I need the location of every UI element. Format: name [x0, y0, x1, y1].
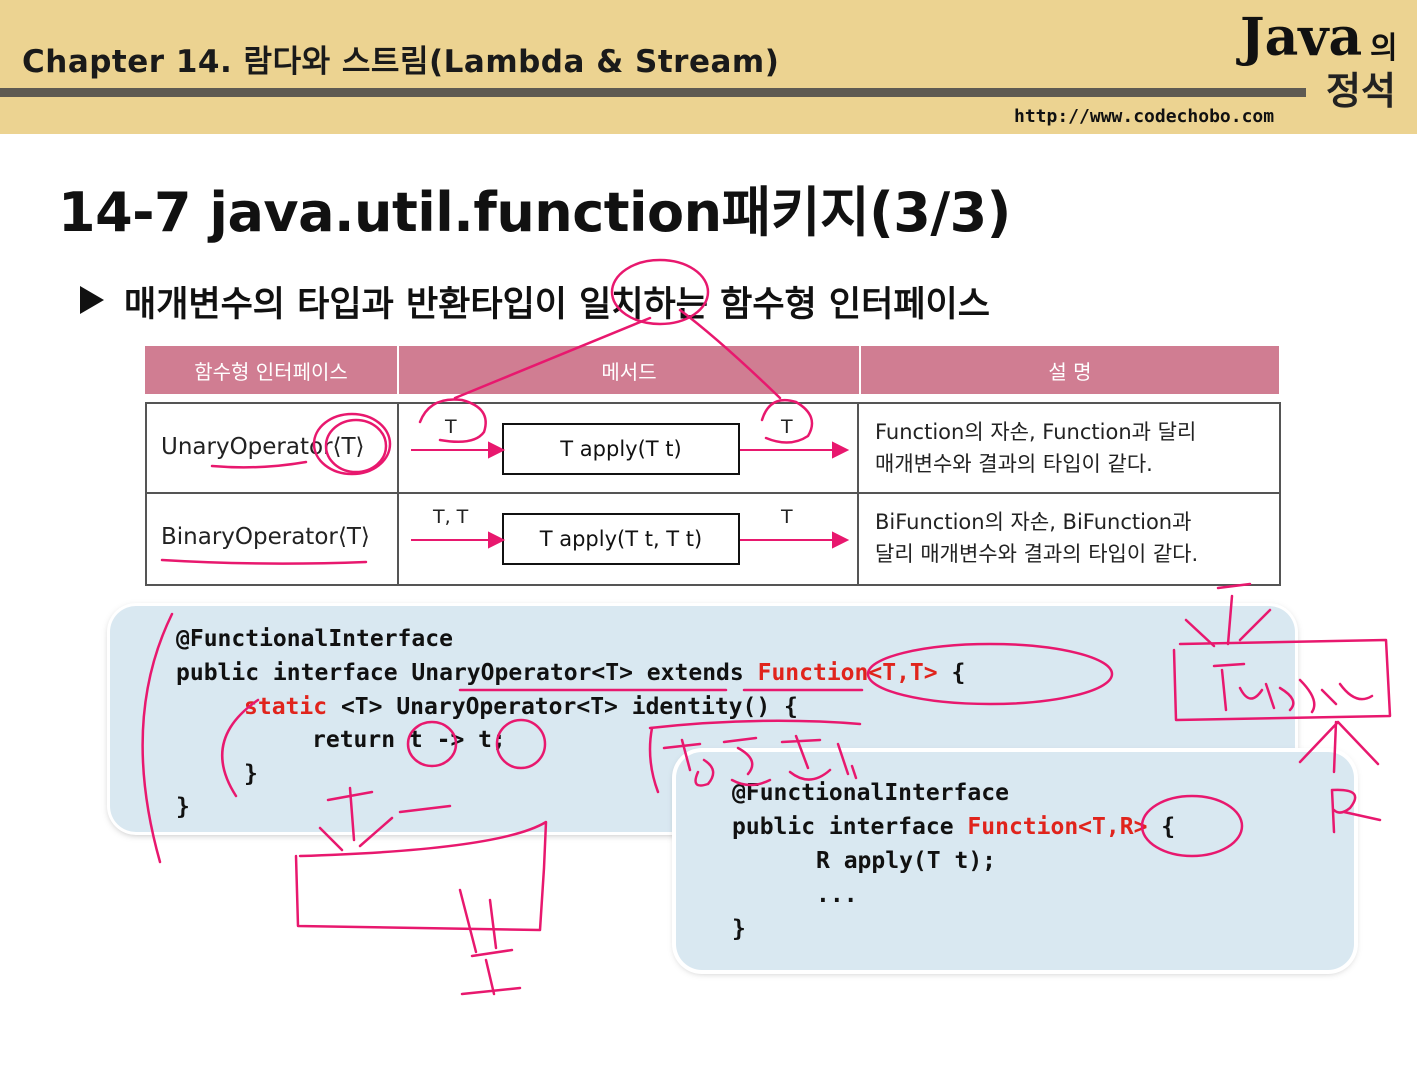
- table-frame: [145, 402, 1281, 586]
- site-url: http://www.codechobo.com: [1014, 106, 1275, 127]
- code-unary-decl-a: public interface UnaryOperator<T> extend…: [176, 660, 758, 686]
- unary-desc-line2: 매개변수와 결과의 타입이 같다.: [875, 452, 1153, 476]
- unary-method-box: T apply(T t): [502, 423, 740, 475]
- code-ellipsis: ...: [816, 882, 858, 908]
- code-unary-declaration: public interface UnaryOperator<T> extend…: [176, 662, 965, 685]
- code-apply-line: R apply(T t);: [816, 848, 997, 874]
- code-identity-declaration: static <T> UnaryOperator<T> identity() {: [244, 696, 798, 719]
- code-annotation: @FunctionalInterface: [732, 780, 1009, 806]
- unary-desc-line1: Function의 자손, Function과 달리: [875, 420, 1197, 444]
- code-unary-decl-c: {: [937, 660, 966, 686]
- row-divider: [145, 492, 1279, 494]
- code-close-brace: }: [732, 916, 746, 942]
- logo-ui: 의: [1370, 31, 1398, 66]
- code-static-keyword: static: [244, 694, 328, 720]
- code-annotation: @FunctionalInterface: [176, 626, 453, 652]
- binary-method-box: T apply(T t, T t): [502, 513, 740, 565]
- code-function-decl-a: public interface: [732, 814, 968, 840]
- binary-desc-line1: BiFunction의 자손, BiFunction과: [875, 510, 1192, 534]
- code-unary-decl-function: Function<T,T>: [757, 660, 938, 686]
- slide-title: 14-7 java.util.function패키지(3/3): [58, 181, 1011, 244]
- bullet-arrow-icon: [80, 286, 104, 314]
- chapter-title: Chapter 14. 람다와 스트림(Lambda & Stream): [22, 44, 780, 80]
- code-function-decl-c: {: [1147, 814, 1176, 840]
- binary-in-type: T, T: [433, 506, 469, 528]
- logo-jeongseok: 정석: [1326, 69, 1396, 113]
- code-function-decl-type: Function<T,R>: [967, 814, 1148, 840]
- logo-java: Java: [1240, 7, 1363, 68]
- code-identity-signature: <T> UnaryOperator<T> identity() {: [327, 694, 798, 720]
- bullet-text: 매개변수의 타입과 반환타입이 일치하는 함수형 인터페이스: [124, 285, 990, 325]
- slide-header: Chapter 14. 람다와 스트림(Lambda & Stream) Jav…: [0, 0, 1417, 134]
- table-row-unary-desc: Function의 자손, Function과 달리 매개변수와 결과의 타입이…: [875, 416, 1265, 480]
- code-close-brace: }: [244, 761, 258, 787]
- binary-desc-line2: 달리 매개변수와 결과의 타입이 같다.: [875, 542, 1199, 566]
- table-row-binary-interface: BinaryOperator⟨T⟩: [161, 524, 370, 550]
- code-close-brace: }: [176, 794, 190, 820]
- header-rule: [0, 88, 1306, 97]
- code-return-line: return t -> t;: [312, 727, 506, 753]
- column-divider: [857, 402, 859, 584]
- binary-out-type: T: [781, 506, 793, 528]
- interface-table: 함수형 인터페이스 메서드 설 명 UnaryOperator⟨T⟩ T T a…: [145, 346, 1281, 586]
- table-row-binary-desc: BiFunction의 자손, BiFunction과 달리 매개변수와 결과의…: [875, 506, 1265, 570]
- column-divider: [397, 402, 399, 584]
- code-function-declaration: public interface Function<T,R> {: [732, 816, 1175, 839]
- table-header-desc: 설 명: [861, 346, 1279, 394]
- flow-arrows: [411, 441, 850, 549]
- table-header-interface: 함수형 인터페이스: [145, 346, 397, 394]
- code-box-function: @FunctionalInterface public interface Fu…: [676, 752, 1354, 970]
